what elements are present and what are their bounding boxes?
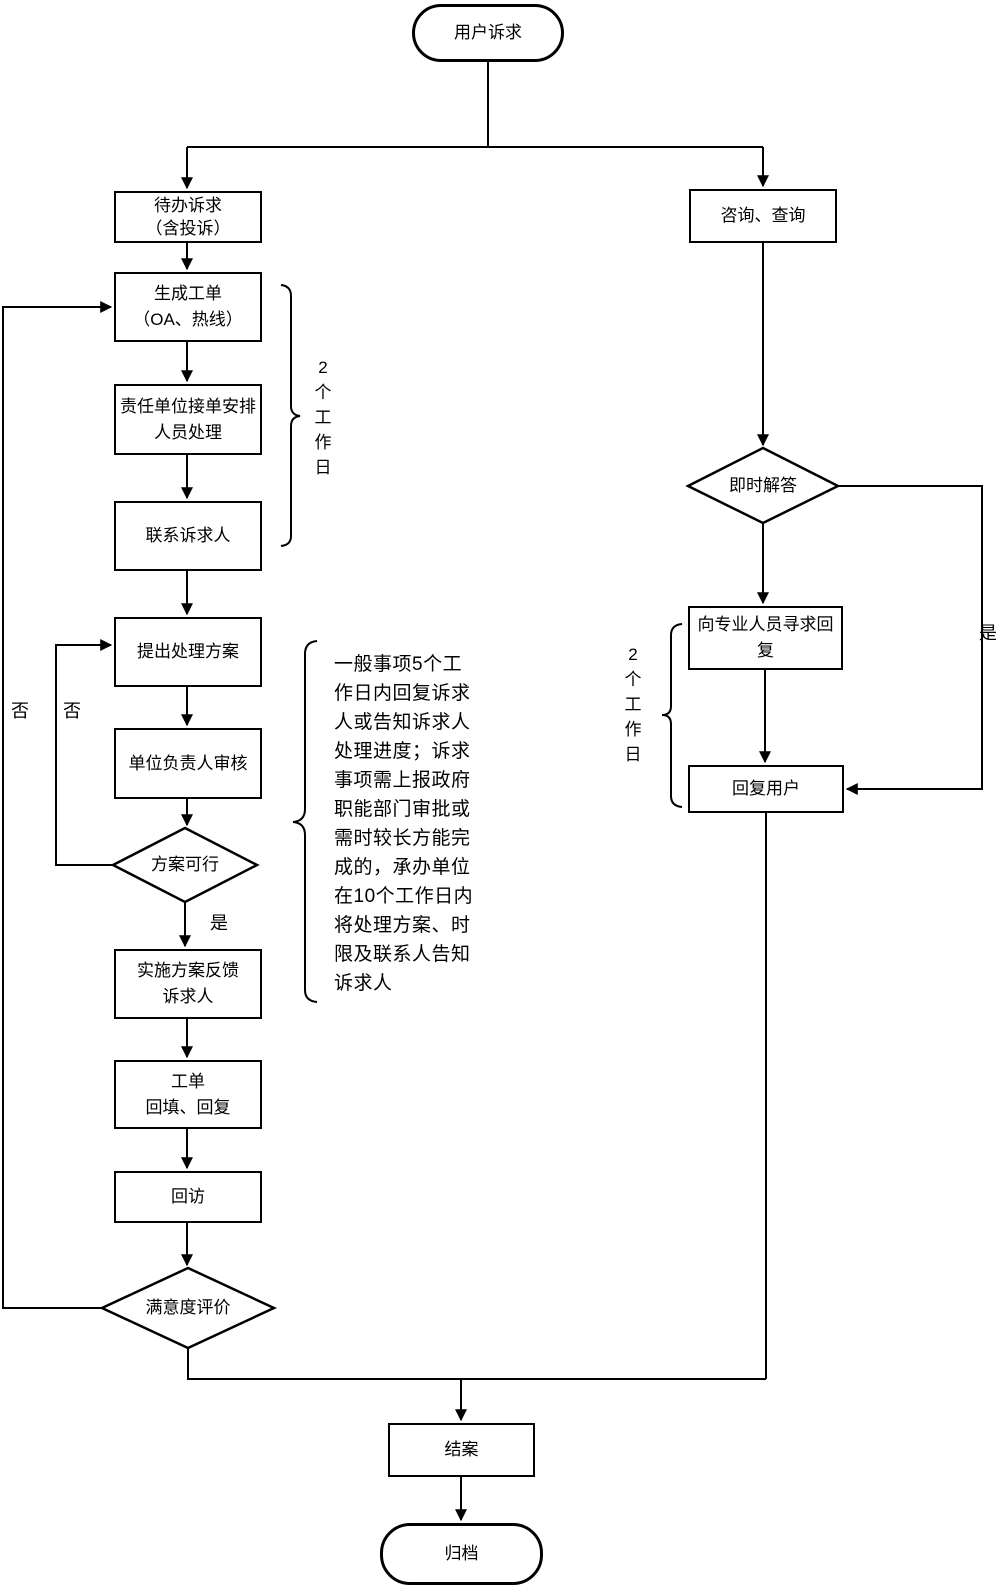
process-assign-staff: 责任单位接单安排 人员处理 [114, 384, 262, 455]
decision-shapes [99, 446, 841, 1350]
right-work-days-caption: 2 个 工 作 日 [624, 645, 642, 764]
process-reply-user: 回复用户 [688, 765, 844, 813]
right-work-days-brace [661, 623, 683, 808]
process-implement-feedback: 实施方案反馈 诉求人 [114, 949, 262, 1019]
edge-label-no-satisfaction: 否 [11, 701, 29, 721]
annotation-text: 一般事项5个工 作日内回复诉求 人或告知诉求人 处理进度；诉求 事项需上报政府 … [334, 654, 474, 994]
process-propose-solution: 提出处理方案 [114, 617, 262, 687]
decision-feasible-label: 方案可行 [151, 855, 219, 874]
process-seek-professional: 向专业人员寻求回复 [688, 606, 843, 670]
process-revisit: 回访 [114, 1171, 262, 1223]
terminal-user-request: 用户诉求 [412, 4, 564, 62]
process-generate-ticket: 生成工单 （OA、热线） [114, 272, 262, 342]
decision-satisfaction-label: 满意度评价 [145, 1298, 231, 1317]
decision-satisfaction-shape [99, 1266, 277, 1350]
process-consult-query: 咨询、查询 [689, 189, 837, 243]
edge-label-yes-feasible: 是 [210, 913, 228, 933]
decision-instant-shape [685, 446, 841, 525]
left-work-days-caption: 2 个 工 作 日 [314, 358, 332, 477]
edge-label-yes-instant: 是 [979, 623, 997, 643]
process-ticket-reply: 工单 回填、回复 [114, 1060, 262, 1129]
brace-shapes [280, 284, 683, 1003]
process-pending-requests: 待办诉求 （含投诉） [114, 191, 262, 243]
connector-lines [2, 62, 983, 1522]
decision-feasible-shape [110, 826, 260, 904]
left-work-days-brace [280, 284, 301, 547]
edge-label-no-feasible: 否 [63, 701, 81, 721]
process-contact-requester: 联系诉求人 [114, 501, 262, 571]
annotation-brace [292, 640, 318, 1003]
decision-instant-label: 即时解答 [729, 475, 797, 495]
process-close-case: 结案 [388, 1423, 535, 1477]
terminal-archive: 归档 [380, 1523, 543, 1585]
process-leader-review: 单位负责人审核 [114, 728, 262, 799]
